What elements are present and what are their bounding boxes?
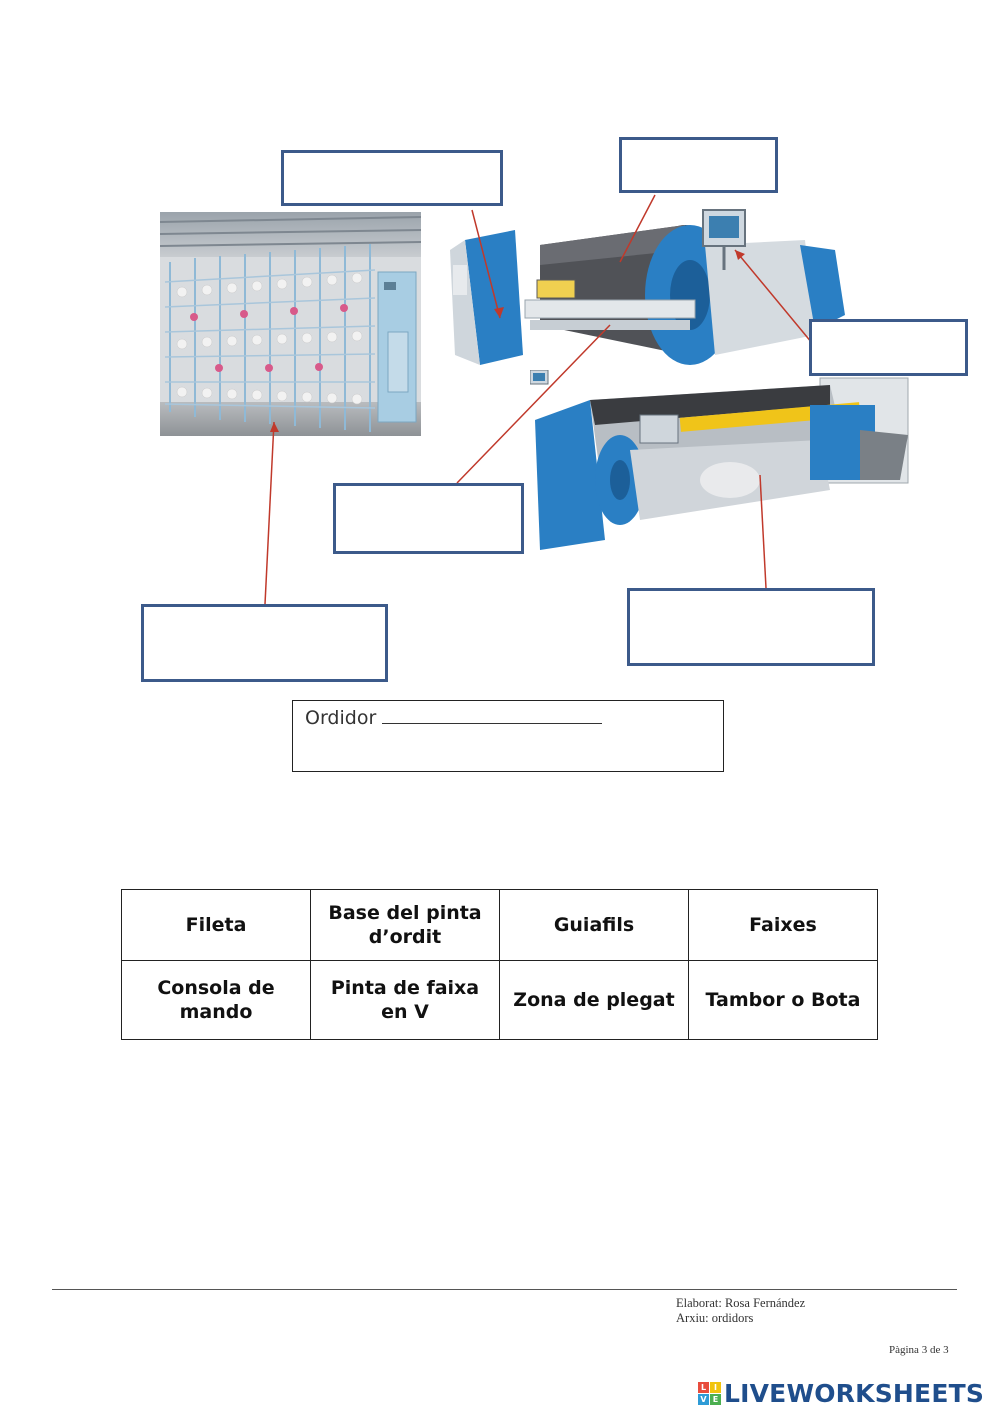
logo-letter: V (698, 1394, 709, 1405)
footer-divider (52, 1289, 957, 1290)
title-blank[interactable] (382, 707, 602, 724)
word-cell[interactable]: Faixes (689, 890, 878, 961)
page-number: Pàgina 3 de 3 (889, 1344, 949, 1356)
logo-letter: I (710, 1382, 721, 1393)
word-cell[interactable]: Pinta de faixa en V (311, 961, 500, 1040)
brand-name: LIVEWORKSHEETS (724, 1379, 984, 1408)
footer-author: Elaborat: Rosa Fernández (676, 1296, 805, 1311)
answer-box-4[interactable] (333, 483, 524, 554)
answer-box-6[interactable] (627, 588, 875, 666)
liveworksheets-brand[interactable]: L I V E LIVEWORKSHEETS (698, 1376, 984, 1410)
answer-box-3[interactable] (809, 319, 968, 376)
footer-archive: Arxiu: ordidors (676, 1311, 753, 1326)
word-cell[interactable]: Tambor o Bota (689, 961, 878, 1040)
title-label: Ordidor (305, 707, 376, 729)
logo-letter: L (698, 1382, 709, 1393)
logo-letter: E (710, 1394, 721, 1405)
table-row: Consola de mando Pinta de faixa en V Zon… (122, 961, 878, 1040)
word-cell[interactable]: Fileta (122, 890, 311, 961)
word-cell[interactable]: Zona de plegat (500, 961, 689, 1040)
word-cell[interactable]: Guiafils (500, 890, 689, 961)
answer-box-1[interactable] (281, 150, 503, 206)
table-row: Fileta Base del pinta d’ordit Guiafils F… (122, 890, 878, 961)
word-bank-table: Fileta Base del pinta d’ordit Guiafils F… (121, 889, 878, 1040)
answer-box-2[interactable] (619, 137, 778, 193)
word-cell[interactable]: Base del pinta d’ordit (311, 890, 500, 961)
word-cell[interactable]: Consola de mando (122, 961, 311, 1040)
answer-box-5[interactable] (141, 604, 388, 682)
title-box: Ordidor (292, 700, 724, 772)
liveworksheets-logo-icon: L I V E (698, 1382, 721, 1405)
